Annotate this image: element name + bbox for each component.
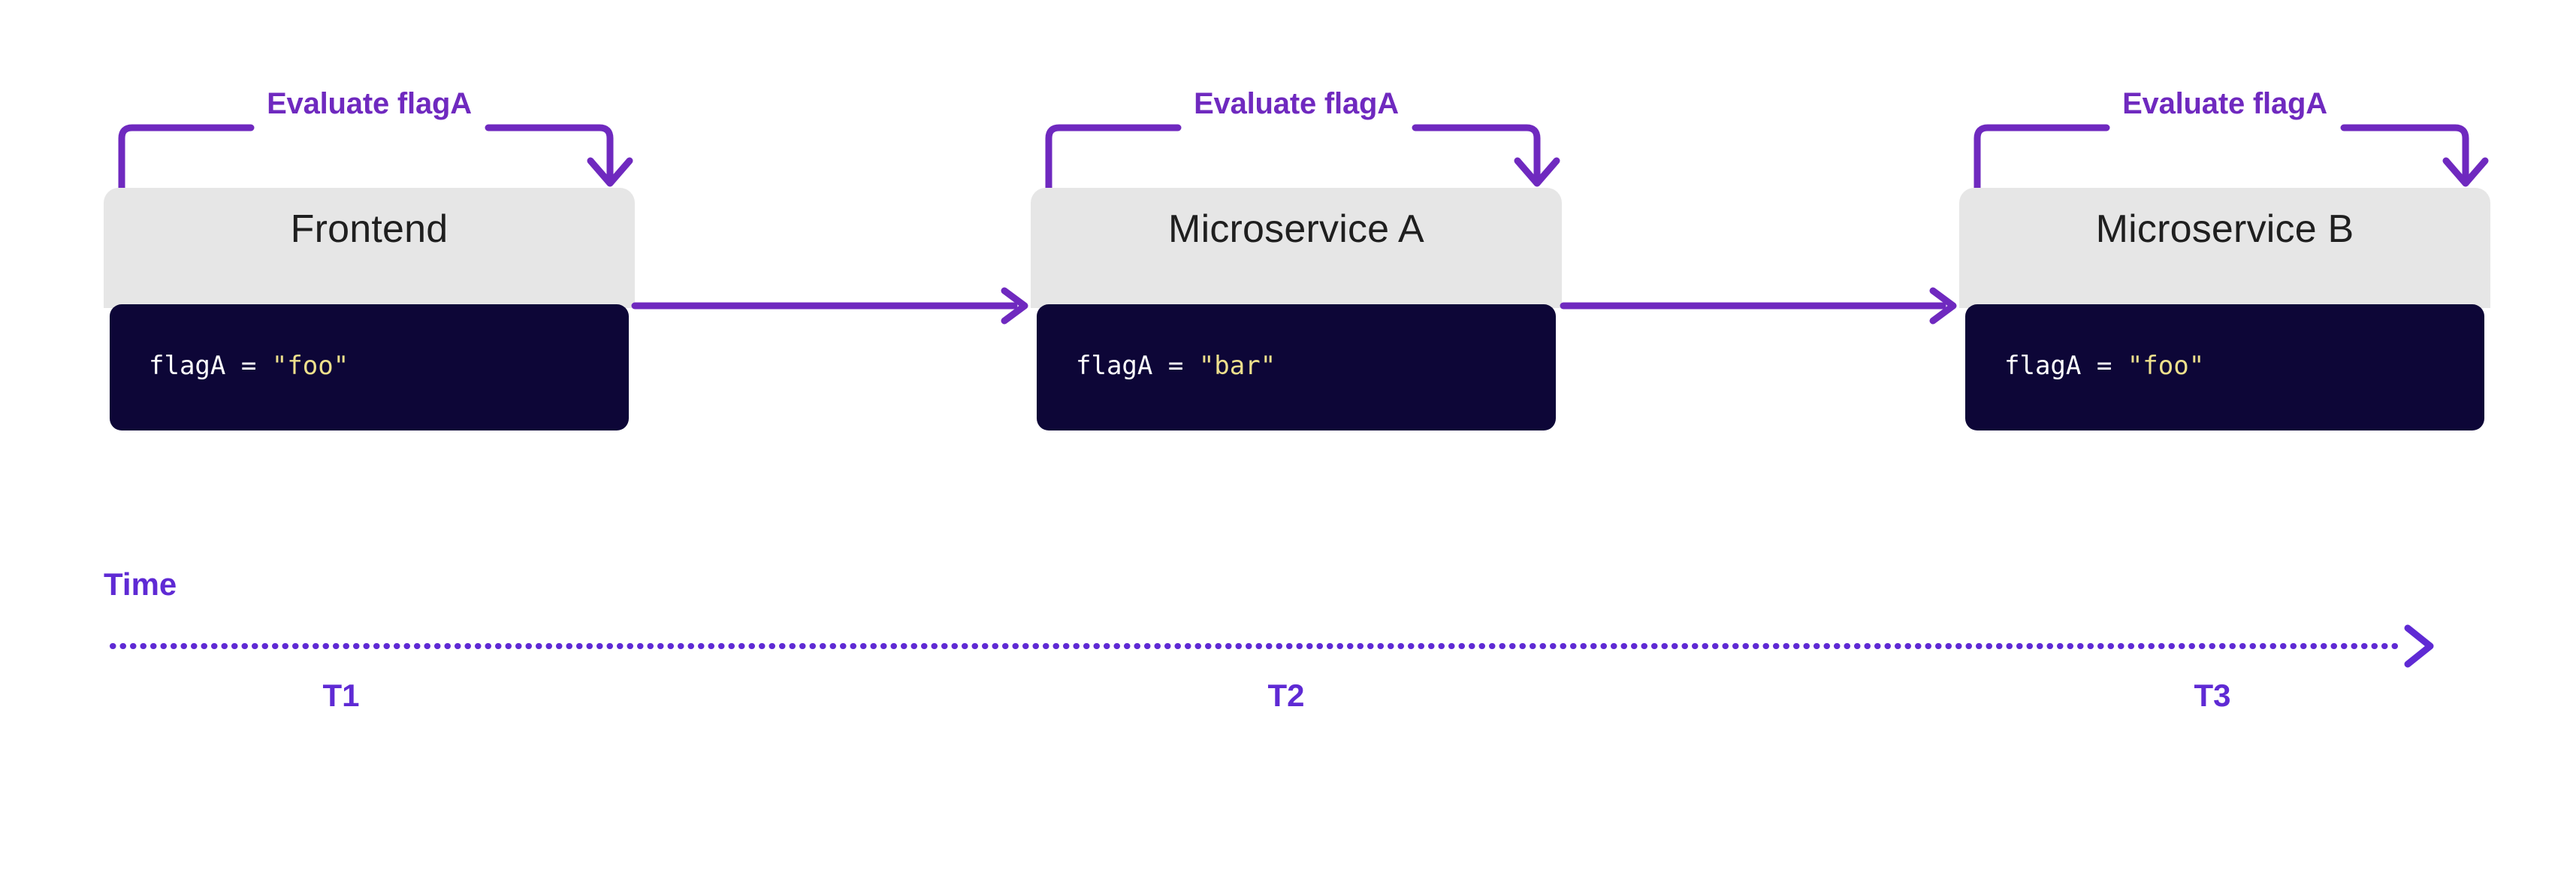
- timeline-tick-t3: T3: [2194, 678, 2231, 713]
- arrow-right-icon: [1560, 287, 1957, 325]
- bracket-arrow-icon: [1974, 124, 2489, 192]
- node-microservice-b[interactable]: Microservice B flagA = "foo": [1959, 188, 2490, 430]
- node-code-block: flagA = "foo": [1965, 304, 2484, 430]
- timeline-axis: [110, 624, 2449, 669]
- arrow-right-icon: [631, 287, 1028, 325]
- node-header: [1031, 188, 1562, 308]
- code-operator: =: [240, 351, 257, 381]
- code-operator: =: [1167, 351, 1184, 381]
- node-microservice-a[interactable]: Microservice A flagA = "bar": [1031, 188, 1562, 430]
- bracket-label: Evaluate flagA: [2122, 87, 2327, 120]
- code-line: flagA = "foo": [149, 351, 349, 381]
- connector-microservice-a-to-microservice-b: [1560, 287, 1959, 325]
- bracket-evaluate-microservice-b: Evaluate flagA: [1959, 87, 2490, 192]
- code-value: "foo": [2127, 351, 2205, 381]
- code-key: flagA: [149, 351, 226, 381]
- bracket-arrow-icon: [1045, 124, 1560, 192]
- timeline-label: Time: [104, 566, 177, 602]
- code-key: flagA: [1076, 351, 1153, 381]
- bracket-label: Evaluate flagA: [1194, 87, 1399, 120]
- bracket-evaluate-microservice-a: Evaluate flagA: [1031, 87, 1562, 192]
- timeline-tick-t2: T2: [1267, 678, 1305, 713]
- node-title: Frontend: [290, 207, 448, 251]
- bracket-label: Evaluate flagA: [267, 87, 472, 120]
- node-header: [1959, 188, 2490, 308]
- node-header: [104, 188, 635, 308]
- bracket-evaluate-frontend: Evaluate flagA: [104, 87, 635, 192]
- code-operator: =: [2096, 351, 2112, 381]
- node-code-block: flagA = "bar": [1037, 304, 1556, 430]
- timeline-tick-t1: T1: [322, 678, 360, 713]
- node-title: Microservice B: [2095, 207, 2354, 251]
- code-line: flagA = "foo": [2004, 351, 2204, 381]
- bracket-arrow-icon: [118, 124, 633, 192]
- node-code-block: flagA = "foo": [110, 304, 629, 430]
- code-key: flagA: [2004, 351, 2082, 381]
- code-value: "foo": [271, 351, 349, 381]
- node-frontend[interactable]: Frontend flagA = "foo": [104, 188, 635, 430]
- timeline-dotted-line: [110, 624, 2434, 668]
- code-value: "bar": [1198, 351, 1276, 381]
- arrow-right-icon: [2404, 624, 2434, 668]
- node-title: Microservice A: [1168, 207, 1424, 251]
- code-line: flagA = "bar": [1076, 351, 1276, 381]
- connector-frontend-to-microservice-a: [631, 287, 1031, 325]
